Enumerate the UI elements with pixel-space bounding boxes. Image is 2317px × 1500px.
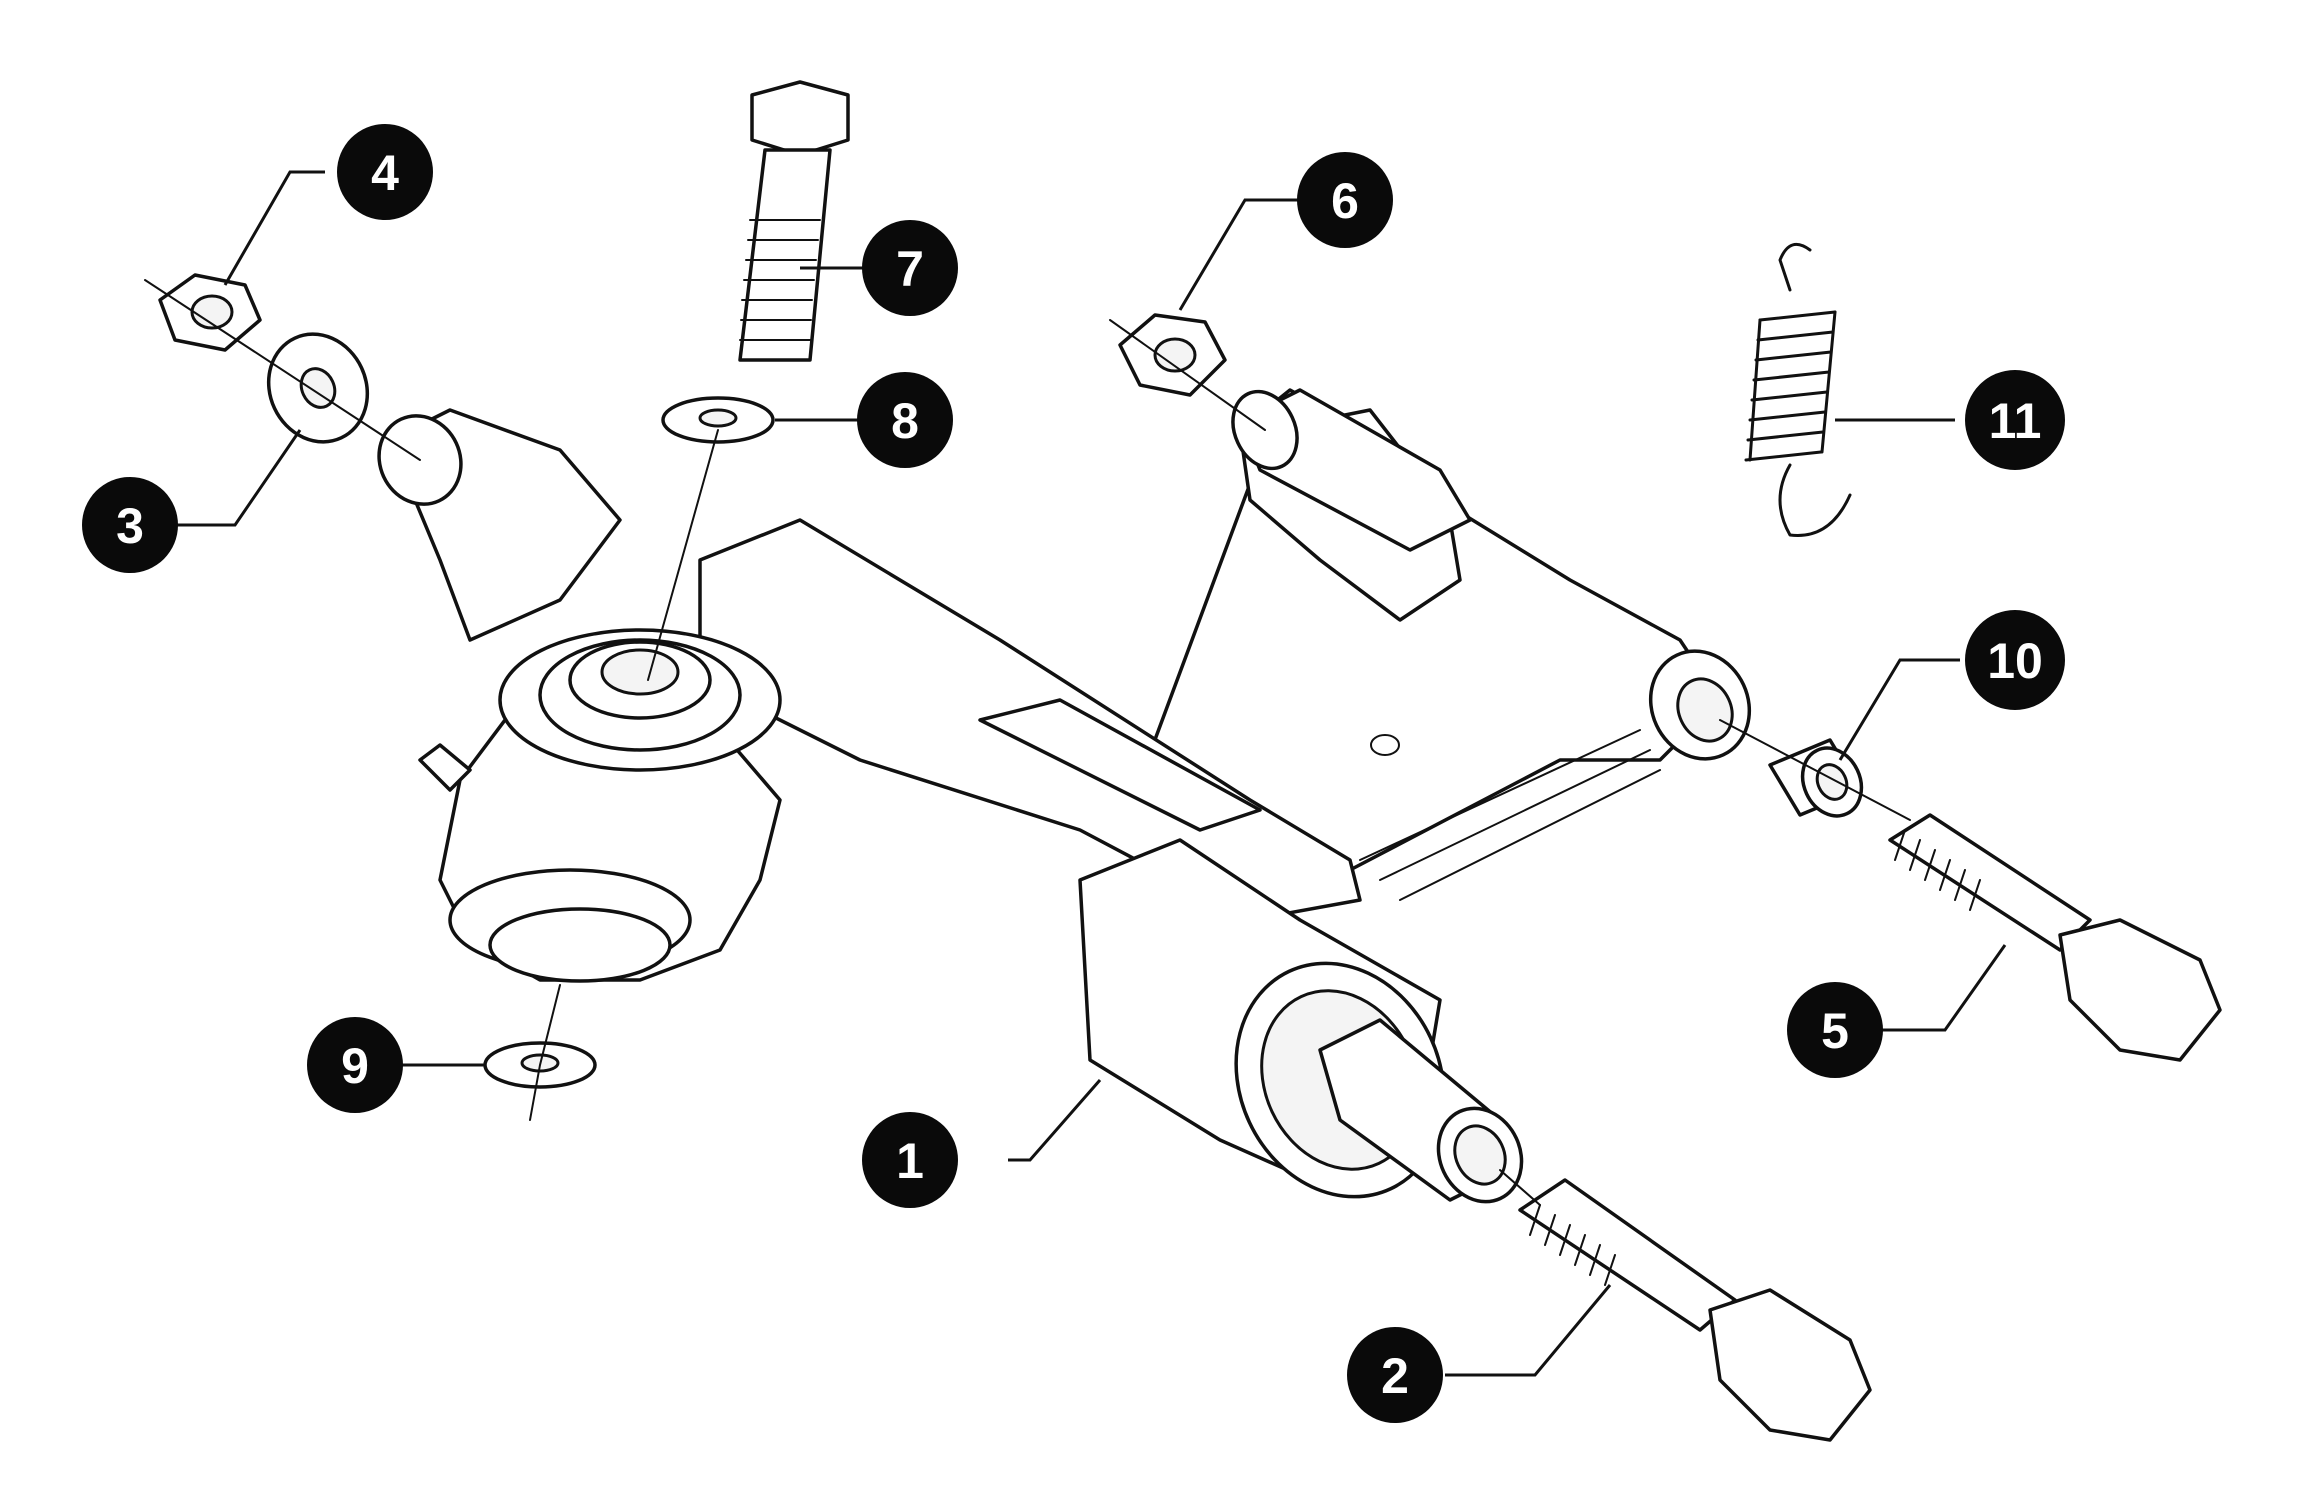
callout-9-label: 9 [341,1038,369,1094]
stud-axis-line-right [1109,319,1266,431]
leader-10 [1838,658,1960,761]
callout-10: 10 [1965,610,2065,710]
rear-axis-line [1719,719,1911,821]
stud-axis-line-left [144,279,421,461]
callout-1: 1 [862,1112,958,1208]
callout-1-label: 1 [896,1133,924,1189]
callout-2: 2 [1347,1327,1443,1423]
nut-4 [158,273,262,352]
bolt-7 [738,80,850,362]
callout-2-label: 2 [1381,1348,1409,1404]
leader-2 [1445,1284,1612,1377]
bolt-7-axis-line [647,429,719,681]
front-axis-line [1499,1169,1541,1206]
spring-11 [1744,242,1852,537]
bolt-2 [1518,1178,1872,1442]
callout-10-label: 10 [1987,633,2043,689]
callout-6-label: 6 [1331,173,1359,229]
callout-5: 5 [1787,982,1883,1078]
control-arm [698,388,1752,1204]
bolt-5 [1888,813,2222,1062]
washer-9-axis-line [529,984,561,1121]
callout-3-label: 3 [116,498,144,554]
callout-4: 4 [337,124,433,220]
callout-9: 9 [307,1017,403,1113]
callout-4-label: 4 [371,145,399,201]
leader-5 [1880,944,2007,1032]
callout-8: 8 [857,372,953,468]
callout-5-label: 5 [1821,1003,1849,1059]
washer-8 [661,396,775,444]
callout-11-label: 11 [1989,393,2042,449]
leader-1 [1008,1079,1102,1162]
spacer-10 [1768,738,1864,818]
ball-joint-assembly [377,408,782,983]
callout-7-label: 7 [896,241,924,297]
callout-11: 11 [1965,370,2065,470]
nut-6 [1118,313,1227,397]
leader-6 [1178,198,1300,311]
callout-8-label: 8 [891,393,919,449]
leader-4 [223,170,325,286]
callout-6: 6 [1297,152,1393,248]
callout-3: 3 [82,477,178,573]
leader-lines [170,170,2007,1377]
leader-3 [170,429,302,527]
callout-7: 7 [862,220,958,316]
washer-3 [266,332,370,444]
